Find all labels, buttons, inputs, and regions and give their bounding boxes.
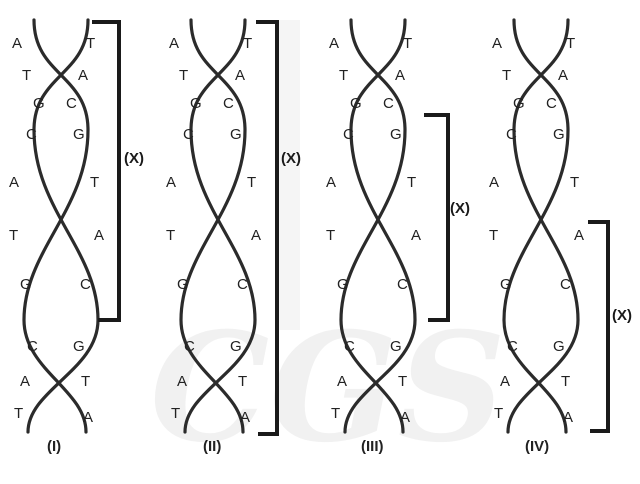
base-left-7: G [20, 276, 32, 293]
base-left-10: T [171, 405, 180, 422]
bracket-x-label: (X) [612, 307, 632, 324]
base-right-10: A [563, 409, 573, 426]
base-left-4: C [26, 126, 37, 143]
base-left-8: C [27, 338, 38, 355]
bracket-x-label: (X) [281, 150, 301, 167]
base-right-5: T [570, 174, 579, 191]
base-right-5: T [247, 174, 256, 191]
base-right-4: G [553, 126, 565, 143]
bracket-x [424, 115, 448, 320]
diagram-numeral: (II) [203, 438, 221, 455]
base-right-10: A [83, 409, 93, 426]
base-left-10: T [331, 405, 340, 422]
bracket-x-label: (X) [124, 150, 144, 167]
base-left-6: T [489, 227, 498, 244]
base-right-9: T [81, 373, 90, 390]
base-left-4: C [343, 126, 354, 143]
base-right-6: A [574, 227, 584, 244]
bracket-x [92, 22, 119, 320]
base-right-4: G [390, 126, 402, 143]
base-left-8: C [507, 338, 518, 355]
base-right-3: C [383, 95, 394, 112]
base-left-3: G [350, 95, 362, 112]
base-right-6: A [94, 227, 104, 244]
base-left-3: G [513, 95, 525, 112]
base-left-8: C [344, 338, 355, 355]
base-left-2: T [339, 67, 348, 84]
base-right-10: A [240, 409, 250, 426]
base-left-7: G [337, 276, 349, 293]
base-left-9: A [177, 373, 187, 390]
base-right-7: C [237, 276, 248, 293]
base-right-3: C [66, 95, 77, 112]
base-right-3: C [546, 95, 557, 112]
watermark-bar [278, 20, 300, 330]
base-right-4: G [73, 126, 85, 143]
base-right-1: T [403, 35, 412, 52]
base-left-10: T [14, 405, 23, 422]
base-left-9: A [20, 373, 30, 390]
base-left-7: G [177, 276, 189, 293]
base-right-6: A [251, 227, 261, 244]
base-right-9: T [398, 373, 407, 390]
diagram-1: A T T A G C C G A T T A G C C G A T T A … [9, 20, 144, 455]
base-right-2: A [78, 67, 88, 84]
base-right-2: A [395, 67, 405, 84]
bracket-x [588, 222, 608, 431]
base-right-8: G [73, 338, 85, 355]
base-left-3: G [33, 95, 45, 112]
base-left-5: A [489, 174, 499, 191]
base-right-9: T [561, 373, 570, 390]
base-right-3: C [223, 95, 234, 112]
base-left-8: C [184, 338, 195, 355]
base-left-6: T [326, 227, 335, 244]
base-right-8: G [390, 338, 402, 355]
base-left-7: G [500, 276, 512, 293]
diagram-numeral: (I) [47, 438, 61, 455]
base-right-1: T [86, 35, 95, 52]
base-right-5: T [90, 174, 99, 191]
base-left-1: A [329, 35, 339, 52]
base-left-2: T [179, 67, 188, 84]
base-right-8: G [553, 338, 565, 355]
base-right-6: A [411, 227, 421, 244]
base-right-1: T [243, 35, 252, 52]
diagram-numeral: (III) [361, 438, 384, 455]
base-left-1: A [169, 35, 179, 52]
base-left-4: C [183, 126, 194, 143]
base-left-2: T [22, 67, 31, 84]
base-left-10: T [494, 405, 503, 422]
base-left-6: T [166, 227, 175, 244]
base-right-7: C [80, 276, 91, 293]
base-left-1: A [12, 35, 22, 52]
bracket-x-label: (X) [450, 200, 470, 217]
diagram-4: A T T A G C C G A T T A G C C G A T T A … [489, 20, 632, 455]
base-right-2: A [558, 67, 568, 84]
base-right-5: T [407, 174, 416, 191]
base-right-10: A [400, 409, 410, 426]
base-right-2: A [235, 67, 245, 84]
base-left-1: A [492, 35, 502, 52]
diagram-numeral: (IV) [525, 438, 549, 455]
base-left-2: T [502, 67, 511, 84]
base-left-5: A [166, 174, 176, 191]
base-right-7: C [397, 276, 408, 293]
base-right-9: T [238, 373, 247, 390]
base-right-8: G [230, 338, 242, 355]
base-left-9: A [337, 373, 347, 390]
base-left-3: G [190, 95, 202, 112]
base-left-9: A [500, 373, 510, 390]
base-right-4: G [230, 126, 242, 143]
base-right-1: T [566, 35, 575, 52]
base-left-5: A [9, 174, 19, 191]
base-left-6: T [9, 227, 18, 244]
base-left-4: C [506, 126, 517, 143]
base-left-5: A [326, 174, 336, 191]
base-right-7: C [560, 276, 571, 293]
